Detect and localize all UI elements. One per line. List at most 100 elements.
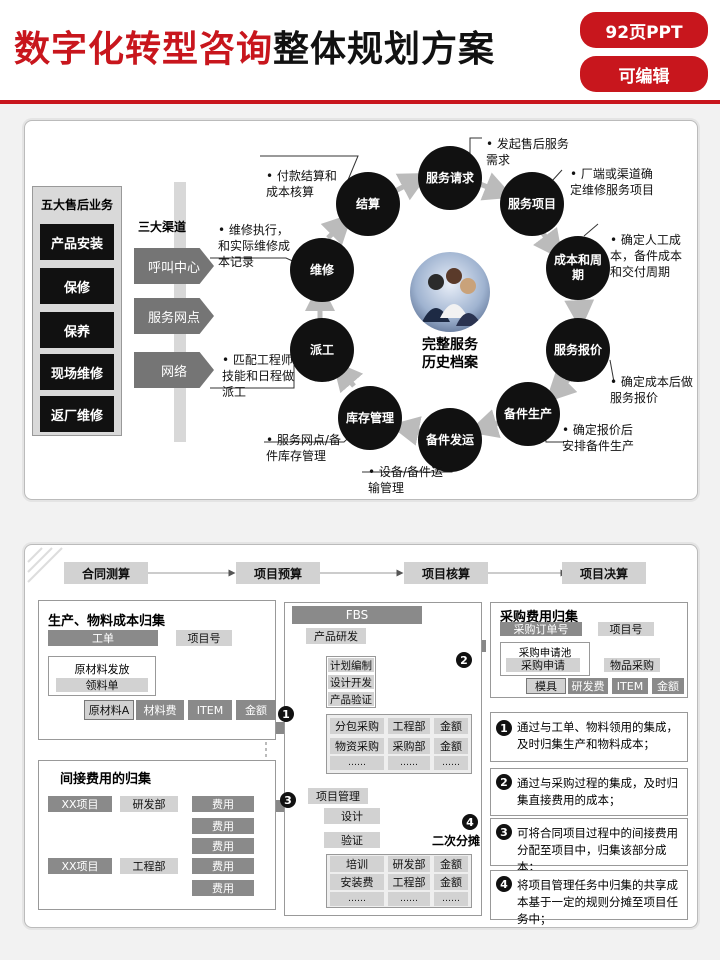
item-purchase: 物品采购 [604, 658, 660, 672]
step-1-box: 通过与工单、物料领用的集成，及时归集生产和物料成本； [490, 712, 688, 762]
note-dispatch: 匹配工程师技能和日程做派工 [222, 352, 300, 400]
step-3-text: 可将合同项目过程中的间接费用分配至项目中，归集该部分成本； [517, 826, 678, 874]
ellipsis-2: …… [388, 756, 430, 770]
step-2-number: 2 [496, 774, 512, 790]
subcontract-purchase: 分包采购 [330, 718, 384, 734]
three-channels-title: 三大渠道 [138, 220, 187, 234]
amount-3: 金额 [434, 738, 468, 754]
marker-4: 4 [462, 814, 478, 830]
project-number-2: 项目号 [598, 622, 654, 636]
design-development: 设计开发 [328, 675, 374, 689]
rd-dept: 研发部 [120, 796, 178, 812]
page-count-badge: 92页PPT [580, 12, 708, 48]
purchase-request: 采购申请 [506, 658, 580, 672]
note-settlement: 付款结算和成本核算 [266, 168, 342, 200]
expense-5: 费用 [192, 880, 254, 896]
secondary-allocation: 二次分摊 [432, 834, 481, 848]
material-fee: 材料费 [136, 700, 184, 720]
node-parts-production: 备件生产 [496, 382, 560, 446]
production-cost-title: 生产、物料成本归集 [48, 614, 166, 629]
raw-material-a: 原材料A [84, 700, 134, 720]
ellipsis-1: …… [330, 756, 384, 770]
five-business-title: 五大售后业务 [40, 198, 113, 212]
node-service-request: 服务请求 [418, 146, 482, 210]
note-parts-shipping: 设备/备件运输管理 [368, 464, 454, 496]
amount-label-2: 金额 [652, 678, 684, 694]
amount-5: 金额 [434, 874, 468, 890]
node-settlement: 结算 [336, 172, 400, 236]
team-photo [410, 252, 490, 332]
phase-contract-estimate: 合同测算 [64, 562, 148, 584]
center-label: 完整服务历史档案 [400, 336, 500, 372]
expense-1: 费用 [192, 796, 254, 812]
purchase-order-number: 采购订单号 [500, 622, 582, 636]
phase-project-final: 项目决算 [562, 562, 646, 584]
step-2-text: 通过与采购过程的集成，及时归集直接费用的成本； [517, 776, 678, 807]
center-label-line1: 完整服务 [422, 337, 478, 353]
ellipsis-4: …… [330, 892, 384, 906]
node-inventory: 库存管理 [338, 386, 402, 450]
step-1-text: 通过与工单、物料领用的集成，及时归集生产和物料成本； [517, 720, 678, 751]
eng-dept: 工程部 [120, 858, 178, 874]
note-service-quote: 确定成本后做服务报价 [610, 374, 694, 406]
installation-fee: 安装费 [330, 874, 384, 890]
ellipsis-6: …… [434, 892, 468, 906]
node-service-project: 服务项目 [500, 172, 564, 236]
channel-network: 网络 [134, 352, 214, 388]
business-item-install: 产品安装 [40, 224, 114, 260]
validation-task: 验证 [324, 832, 380, 848]
expense-2: 费用 [192, 818, 254, 834]
product-validation: 产品验证 [328, 692, 374, 706]
amount-2: 金额 [434, 718, 468, 734]
step-3-number: 3 [496, 824, 512, 840]
work-order: 工单 [48, 630, 158, 646]
title-red-part: 数字化转型咨询 [14, 29, 274, 70]
header-divider [0, 100, 720, 104]
node-parts-shipping: 备件发运 [418, 408, 482, 472]
step-3-box: 可将合同项目过程中的间接费用分配至项目中，归集该部分成本； [490, 818, 688, 874]
step-2-box: 通过与采购过程的集成，及时归集直接费用的成本； [490, 768, 688, 816]
node-cost-cycle: 成本和周期 [546, 236, 610, 300]
note-repair: 维修执行，和实际维修成本记录 [218, 222, 294, 270]
phase-project-accounting: 项目核算 [404, 562, 488, 584]
rd-subtasks [326, 656, 376, 708]
mold: 模具 [526, 678, 566, 694]
node-repair: 维修 [290, 238, 354, 302]
marker-2: 2 [456, 652, 472, 668]
project-number: 项目号 [176, 630, 232, 646]
page-title: 数字化转型咨询整体规划方案 [14, 20, 495, 72]
channel-service-outlet: 服务网点 [134, 298, 214, 334]
business-item-warranty: 保修 [40, 268, 114, 304]
step-4-text: 将项目管理任务中归集的共享成本基于一定的规则分摊至项目任务中； [517, 878, 678, 926]
picking-list: 领料单 [56, 678, 148, 692]
plan-making: 计划编制 [328, 658, 374, 672]
project-management: 项目管理 [308, 788, 368, 804]
training: 培训 [330, 856, 384, 872]
item-label: ITEM [188, 700, 232, 720]
note-service-request: 发起售后服务需求 [486, 136, 572, 168]
note-parts-production: 确定报价后安排备件生产 [562, 422, 642, 454]
xx-project-1: XX项目 [48, 796, 112, 812]
step-1-number: 1 [496, 720, 512, 736]
eng-dept-3: 工程部 [388, 874, 430, 890]
ellipsis-3: …… [434, 756, 468, 770]
marker-1: 1 [278, 706, 294, 722]
expense-3: 费用 [192, 838, 254, 854]
eng-dept-2: 工程部 [388, 718, 430, 734]
center-label-line2: 历史档案 [422, 355, 478, 371]
step-4-box: 将项目管理任务中归集的共享成本基于一定的规则分摊至项目任务中； [490, 870, 688, 926]
ellipsis-5: …… [388, 892, 430, 906]
indirect-cost-title: 间接费用的归集 [60, 772, 152, 787]
fbs-header: FBS [292, 606, 422, 624]
product-rd: 产品研发 [306, 628, 366, 644]
amount-label: 金额 [236, 700, 276, 720]
expense-4: 费用 [192, 858, 254, 874]
procurement-title: 采购费用归集 [500, 610, 579, 625]
channel-call-center: 呼叫中心 [134, 248, 214, 284]
xx-project-2: XX项目 [48, 858, 112, 874]
design-task: 设计 [324, 808, 380, 824]
node-dispatch: 派工 [290, 318, 354, 382]
phase-project-budget: 项目预算 [236, 562, 320, 584]
title-black-part: 整体规划方案 [273, 29, 496, 70]
material-purchase: 物资采购 [330, 738, 384, 754]
